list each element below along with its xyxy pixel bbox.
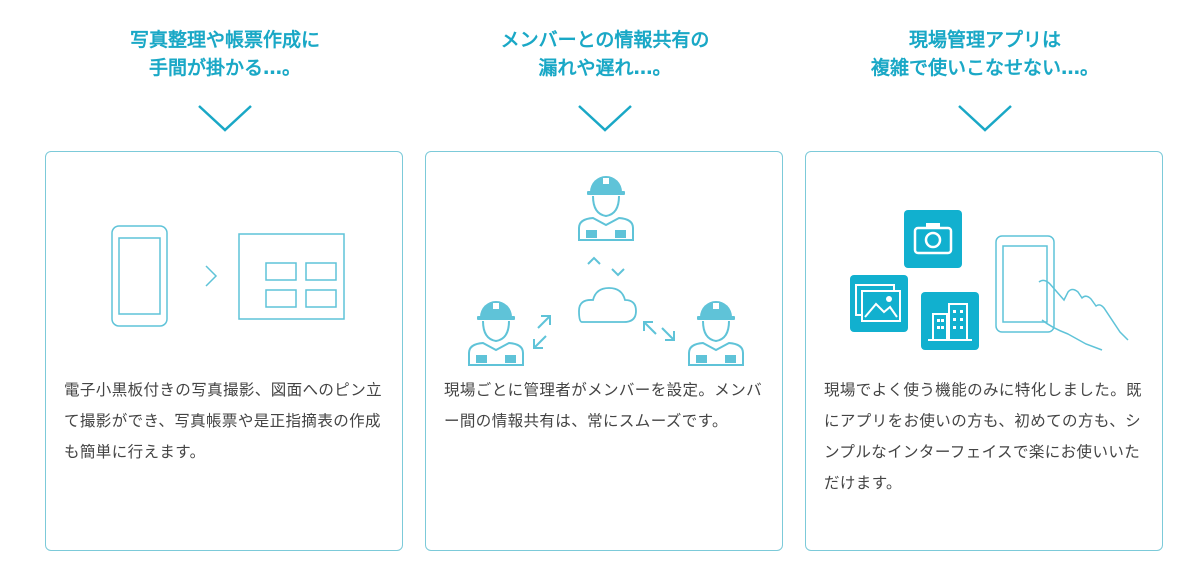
feature-card: 現場でよく使う機能のみに特化しました。既にアプリをお使いの方も、初めての方も、シ… — [805, 151, 1163, 551]
chevron-down-icon — [578, 105, 632, 132]
worker-icon — [468, 300, 524, 366]
swap-arrows-icon — [587, 256, 625, 277]
heading-line-1: メンバーとの情報共有の — [500, 29, 710, 51]
camera-icon — [904, 210, 962, 268]
tablet-hand-icon — [995, 235, 1129, 351]
heading-line-2: 複雑で使いこなせない…。 — [870, 57, 1099, 79]
feature-illustration — [468, 175, 744, 366]
feature-illustration — [850, 210, 1129, 351]
feature-card: 現場ごとに管理者がメンバーを設定。メンバー間の情報共有は、常にスムーズです。 — [425, 151, 783, 551]
cloud-icon — [578, 287, 637, 323]
chevron-down-icon — [198, 105, 252, 132]
feature-description: 現場ごとに管理者がメンバーを設定。メンバー間の情報共有は、常にスムーズです。 — [444, 381, 763, 430]
feature-description: 電子小黒板付きの写真撮影、図面へのピン立て撮影ができ、写真帳票や是正指摘表の作成… — [64, 381, 383, 461]
swap-arrows-icon — [533, 315, 551, 349]
worker-icon — [688, 300, 744, 366]
document-layout-icon — [238, 233, 345, 320]
feature-illustration — [111, 225, 345, 327]
feature-description: 現場でよく使う機能のみに特化しました。既にアプリをお使いの方も、初めての方も、シ… — [824, 381, 1143, 492]
gallery-icon — [850, 275, 908, 332]
heading-line-2: 手間が掛かる…。 — [148, 57, 301, 79]
feature-heading: メンバーとの情報共有の 漏れや遅れ…。 — [425, 26, 785, 82]
chevron-right-icon — [205, 265, 218, 287]
feature-card: 電子小黒板付きの写真撮影、図面へのピン立て撮影ができ、写真帳票や是正指摘表の作成… — [45, 151, 403, 551]
feature-heading: 現場管理アプリは 複雑で使いこなせない…。 — [805, 26, 1165, 82]
heading-line-2: 漏れや遅れ…。 — [538, 57, 672, 79]
swap-arrows-icon — [643, 321, 675, 341]
heading-line-1: 写真整理や帳票作成に — [129, 29, 320, 51]
feature-column-sharing: メンバーとの情報共有の 漏れや遅れ…。 — [425, 0, 785, 565]
heading-line-1: 現場管理アプリは — [908, 29, 1061, 51]
smartphone-icon — [111, 225, 168, 327]
worker-icon — [578, 175, 634, 241]
feature-column-simple: 現場管理アプリは 複雑で使いこなせない…。 — [805, 0, 1165, 565]
feature-column-photo: 写真整理や帳票作成に 手間が掛かる…。 電子小黒板付きの写真撮影、図面へのピン立… — [45, 0, 405, 565]
building-icon — [921, 292, 979, 350]
feature-heading: 写真整理や帳票作成に 手間が掛かる…。 — [45, 26, 405, 82]
chevron-down-icon — [958, 105, 1012, 132]
